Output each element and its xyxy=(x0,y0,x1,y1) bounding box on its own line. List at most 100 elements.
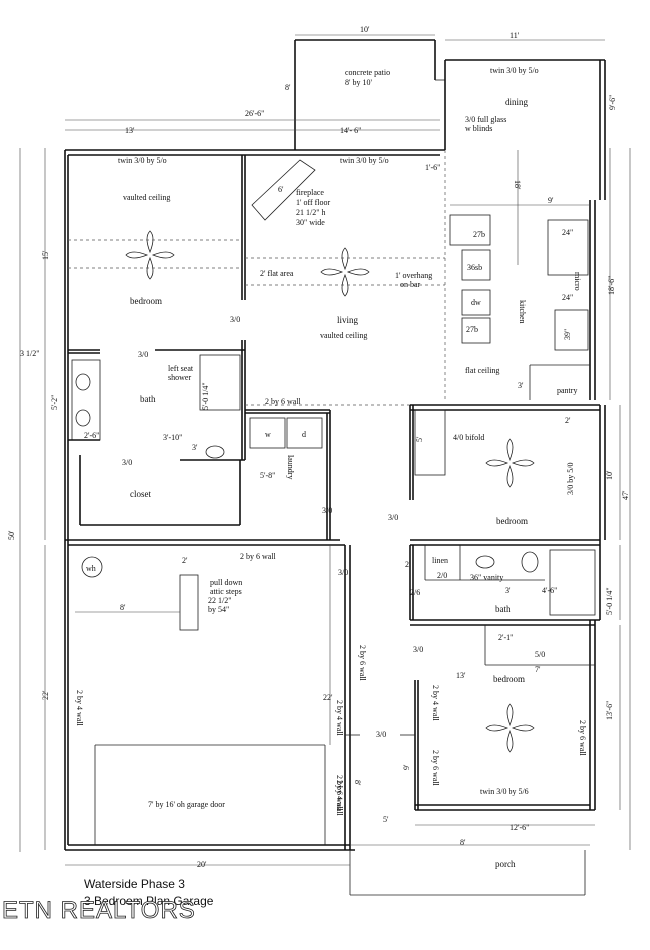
dishwasher-label: dw xyxy=(471,298,481,307)
patio-label: concrete patio xyxy=(345,68,390,77)
dim-bedroom-width: 13' xyxy=(125,126,135,135)
attic-label-3: pull down xyxy=(210,578,242,587)
cabinet-39: 39" xyxy=(563,329,572,340)
fireplace-label-2: 1' off floor xyxy=(296,198,331,207)
dryer-label: d xyxy=(302,430,306,439)
dim-porch-depth: 8' xyxy=(460,838,466,847)
dining-window-label: twin 3/0 by 5/o xyxy=(490,66,539,75)
seat-label-1: left seat xyxy=(168,364,194,373)
cabinet-24-top: 24" xyxy=(562,228,573,237)
overhang-label-2: on bar xyxy=(400,280,421,289)
bath2-label: bath xyxy=(495,604,511,614)
attic-label-1: 22 1/2" xyxy=(208,596,232,605)
attic-label-4: attic steps xyxy=(210,587,242,596)
dim-garage-right: 22' xyxy=(323,693,333,702)
room-labels: concrete patio 8' by 10' dining twin 3/0… xyxy=(75,66,587,869)
vaulted-ceiling-label-2: vaulted ceiling xyxy=(320,331,367,340)
dim-bedroom3-front: 12'-6" xyxy=(510,823,529,832)
pantry-label: pantry xyxy=(557,386,577,395)
microwave-label: micro xyxy=(573,272,582,291)
dim-pantry-gap: 3' xyxy=(518,381,524,390)
porch-label: porch xyxy=(495,859,516,869)
plan-title-line1: Waterside Phase 3 xyxy=(84,877,185,891)
door-3-0-bedroom2: 3/0 xyxy=(388,513,398,522)
wall-2x6-laundry: 2 by 6 wall xyxy=(265,397,302,406)
bath1-label: bath xyxy=(140,394,156,404)
dim-bath-offset: 3 1/2" xyxy=(20,349,40,358)
dim-living-width: 14'- 6" xyxy=(340,126,361,135)
dim-garage-width: 20' xyxy=(197,860,207,869)
wall-2x4-bedroom3-top: 2 by 4 wall xyxy=(431,685,440,722)
dim-kitchen-width: 9' xyxy=(548,196,554,205)
dim-closet-width: 3'-10" xyxy=(163,433,182,442)
door-3-0-garage: 3/0 xyxy=(338,568,348,577)
dim-attic-left: 8' xyxy=(120,603,126,612)
dim-vanity-gap: 3' xyxy=(505,586,511,595)
fireplace-label-4: 30" wide xyxy=(296,218,325,227)
fireplace-label-1: fireplace xyxy=(296,188,324,197)
linen-label: linen xyxy=(432,556,448,565)
living-label: living xyxy=(337,315,359,325)
attic-label-2: by 54" xyxy=(208,605,229,614)
wall-2x6-garage: 2 by 6 wall xyxy=(240,552,277,561)
door-2-0: 2/0 xyxy=(437,571,447,580)
dim-closet2-width: 2'-1" xyxy=(498,633,513,642)
bedroom2-label: bedroom xyxy=(496,516,528,526)
door-3-0-laundry: 3/0 xyxy=(322,506,332,515)
dim-laundry-width: 5'-8" xyxy=(260,471,275,480)
dim-overall-depth: 50' xyxy=(7,530,16,540)
closet-label: closet xyxy=(130,489,151,499)
exterior-walls xyxy=(64,39,606,851)
dim-bedroom-depth: 15' xyxy=(41,250,50,260)
dim-entry-width: 5' xyxy=(383,815,389,824)
dim-shower-depth: 5'-0 1/4" xyxy=(201,382,210,410)
wall-2x4-garage-bottom: 2 by 4 wall xyxy=(335,780,344,817)
dim-bath-width: 5'-2" xyxy=(50,395,59,410)
ceiling-fans xyxy=(68,230,535,753)
dim-closet2-depth: 7' xyxy=(535,665,541,674)
door-3-0-bedroom1: 3/0 xyxy=(230,315,240,324)
bedroom2-window-label: 3/0 by 5/0 xyxy=(566,463,575,495)
title-block: Waterside Phase 3 3 Bedroom Plan Garage … xyxy=(2,877,214,924)
cabinet-24-bottom: 24" xyxy=(562,293,573,302)
door-3-0-hall: 3/0 xyxy=(376,730,386,739)
dim-bedroom2-depth: 10' xyxy=(605,470,614,480)
door-2-6: 2/6 xyxy=(410,588,420,597)
dim-bedroom3-width: 13' xyxy=(456,671,466,680)
dim-toilet-gap: 3' xyxy=(192,443,198,452)
dining-label: dining xyxy=(505,97,529,107)
wall-2x6-bedroom3-left: 2 by 6 wall xyxy=(431,750,440,787)
door-5-0: 5/0 xyxy=(535,650,545,659)
vaulted-ceiling-label-1: vaulted ceiling xyxy=(123,193,170,202)
interior-walls xyxy=(65,150,600,896)
wall-2x4-hall: 2 by 4 wall xyxy=(335,700,344,737)
vanity-label: 36" vanity xyxy=(470,573,503,582)
cabinet-27b-top: 27b xyxy=(473,230,485,239)
wall-2x6-garage-right: 2 by 6 wall xyxy=(335,775,344,812)
dim-tub-width: 2'-6" xyxy=(84,431,99,440)
water-heater-label: wh xyxy=(86,564,96,573)
fireplace-label-3: 21 1/2" h xyxy=(296,208,326,217)
dim-patio-depth: 8' xyxy=(285,83,291,92)
wall-2x6-bedroom3-right: 2 by 6 wall xyxy=(578,720,587,757)
dim-kitchen-depth: 18'-6" xyxy=(607,276,616,295)
dim-overall-right: 47' xyxy=(621,490,630,500)
dim-dining-to-kitchen: 18' xyxy=(513,180,522,190)
dim-dining-depth: 9'-6" xyxy=(608,95,617,110)
wall-2x4-garage-left: 2 by 4 wall xyxy=(75,690,84,727)
dim-bedroom3-depth: 13'-6" xyxy=(605,701,614,720)
dim-overall-front: 26'-6" xyxy=(245,109,264,118)
cabinet-27b-bottom: 27b xyxy=(466,325,478,334)
dim-patio-width: 10' xyxy=(360,25,370,34)
dimension-labels: 10' 11' 8' 9'-6" 26'-6" 13' 14'- 6" 1'-6… xyxy=(7,25,630,869)
dim-garage-door-offset: 8' xyxy=(353,780,362,786)
washer-label: w xyxy=(265,430,271,439)
laundry-label: laundry xyxy=(286,455,295,479)
garage-door-label: 7' by 16' oh garage door xyxy=(148,800,225,809)
plan-title-line2: 3 Bedroom Plan Garage xyxy=(84,894,214,908)
bedroom3-window-label: twin 3/0 by 5/6 xyxy=(480,787,529,796)
wall-2x6-hall-left: 2 by 6 wall xyxy=(358,645,367,682)
seat-label-2: shower xyxy=(168,373,191,382)
glass-door-label-1: 3/0 full glass xyxy=(465,115,506,124)
